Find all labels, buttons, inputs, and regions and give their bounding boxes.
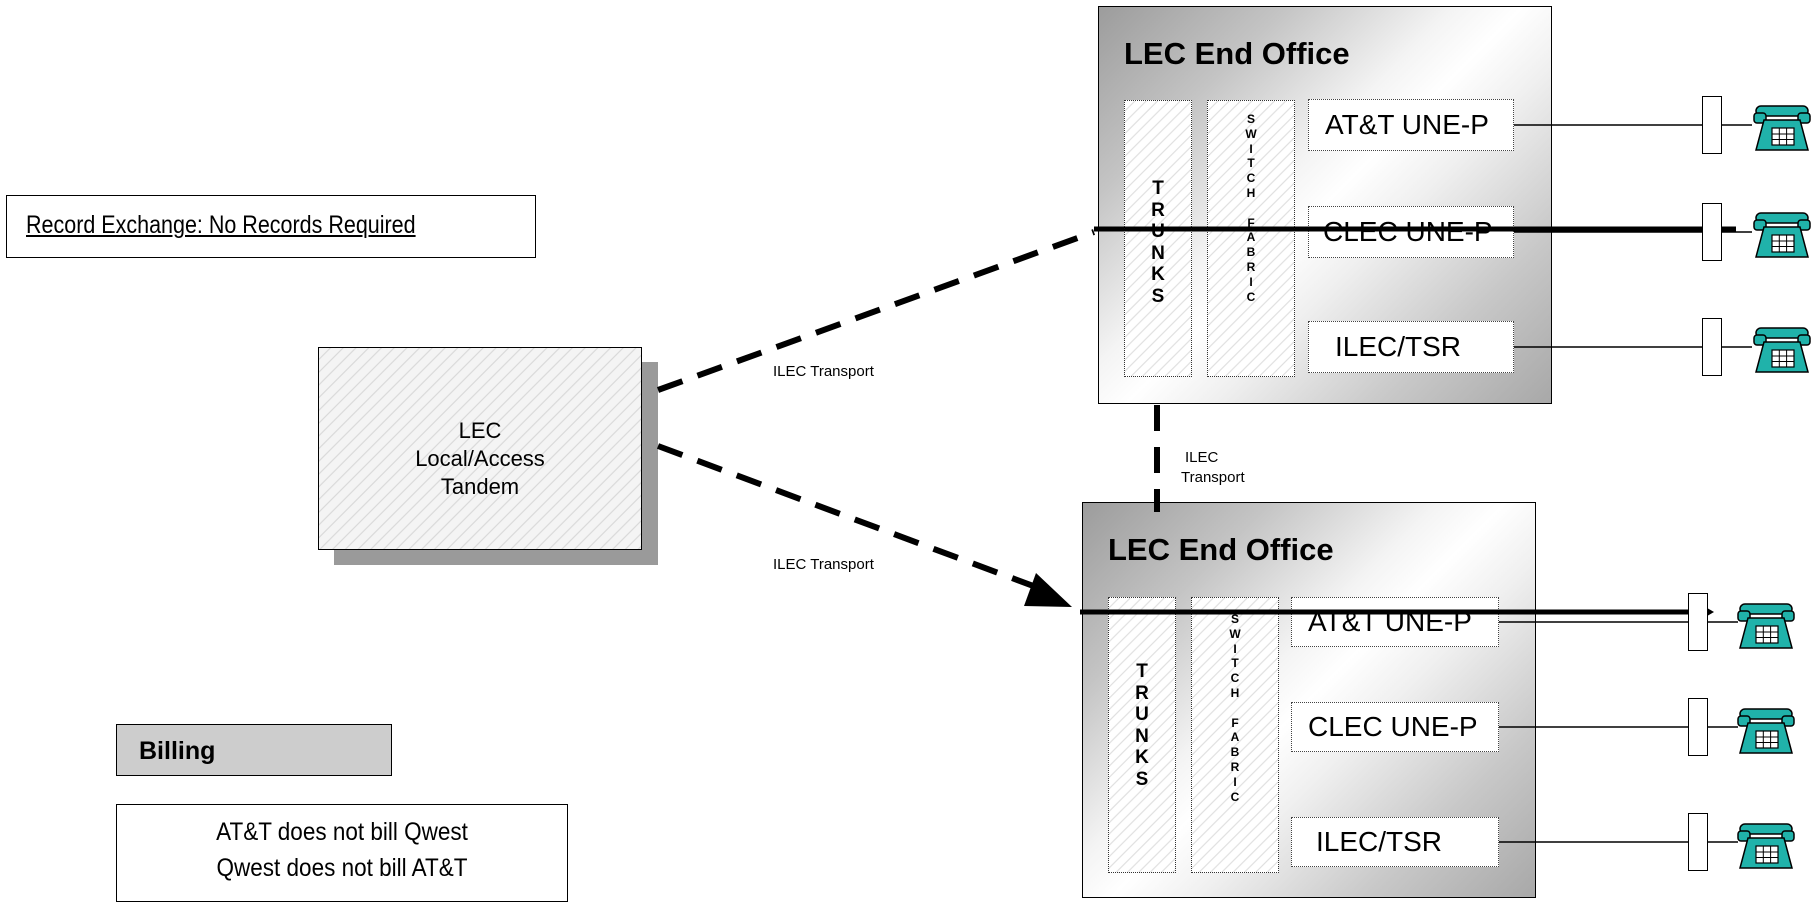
billing-heading: Billing: [139, 737, 216, 765]
transport-tandem-top: [656, 229, 1096, 393]
billing-line-1: AT&T does not bill Qwest: [216, 818, 468, 846]
tandem-line-2: Local/Access: [415, 446, 545, 471]
phone-icon: [1753, 105, 1811, 151]
tandem-label: LEC Local/Access Tandem: [318, 417, 642, 501]
service-ilec-tsr-bottom-label: ILEC/TSR: [1316, 826, 1443, 857]
phone-icon: [1737, 603, 1795, 649]
billing-line-2: Qwest does not bill AT&T: [216, 854, 468, 882]
tandem-line-3: Tandem: [440, 474, 520, 499]
end-office-top-title: LEC End Office: [1124, 36, 1350, 71]
phone-icon: [1753, 327, 1811, 373]
billing-heading-box: Billing: [116, 724, 392, 776]
link-label-office-office-line1: ILEC: [1185, 449, 1219, 466]
trunks-panel-top: [1124, 100, 1192, 377]
tandem-box: [318, 347, 642, 550]
end-office-bottom-title: LEC End Office: [1108, 532, 1334, 567]
switch-fabric-panel-bottom: [1191, 597, 1279, 873]
trunks-panel-bottom: [1108, 597, 1176, 873]
service-clec-une-p-bottom: CLEC UNE-P: [1291, 702, 1499, 752]
service-att-une-p-top-label: AT&T UNE-P: [1325, 109, 1489, 140]
link-label-tandem-bottom: ILEC Transport: [773, 556, 874, 573]
demarc-att-top: [1702, 96, 1722, 154]
link-label-tandem-top: ILEC Transport: [773, 363, 874, 380]
link-label-office-office: ILEC Transport: [1181, 448, 1245, 488]
service-clec-une-p-bottom-label: CLEC UNE-P: [1308, 711, 1478, 742]
phone-icon: [1737, 708, 1795, 754]
service-att-une-p-top: AT&T UNE-P: [1308, 99, 1514, 151]
billing-text: AT&T does not bill Qwest Qwest does not …: [116, 814, 568, 886]
record-exchange-box: [6, 195, 536, 258]
demarc-att-bottom: [1688, 593, 1708, 651]
demarc-ilec-top: [1702, 318, 1722, 376]
service-clec-une-p-top: CLEC UNE-P: [1308, 206, 1514, 258]
phone-icon: [1737, 823, 1795, 869]
tandem-line-1: LEC: [458, 418, 502, 443]
service-ilec-tsr-top-label: ILEC/TSR: [1335, 331, 1462, 362]
demarc-ilec-bottom: [1688, 813, 1708, 871]
service-ilec-tsr-bottom: ILEC/TSR: [1291, 817, 1499, 867]
phone-icon: [1753, 212, 1811, 258]
record-exchange-label: Record Exchange: No Records Required: [26, 211, 416, 239]
switch-fabric-panel-top: [1207, 100, 1295, 377]
demarc-clec-top: [1702, 203, 1722, 261]
transport-arrowhead: [1024, 573, 1072, 607]
demarc-clec-bottom: [1688, 698, 1708, 756]
service-ilec-tsr-top: ILEC/TSR: [1308, 321, 1514, 373]
transport-tandem-bottom: [656, 443, 1046, 593]
link-label-office-office-line2: Transport: [1181, 469, 1245, 486]
